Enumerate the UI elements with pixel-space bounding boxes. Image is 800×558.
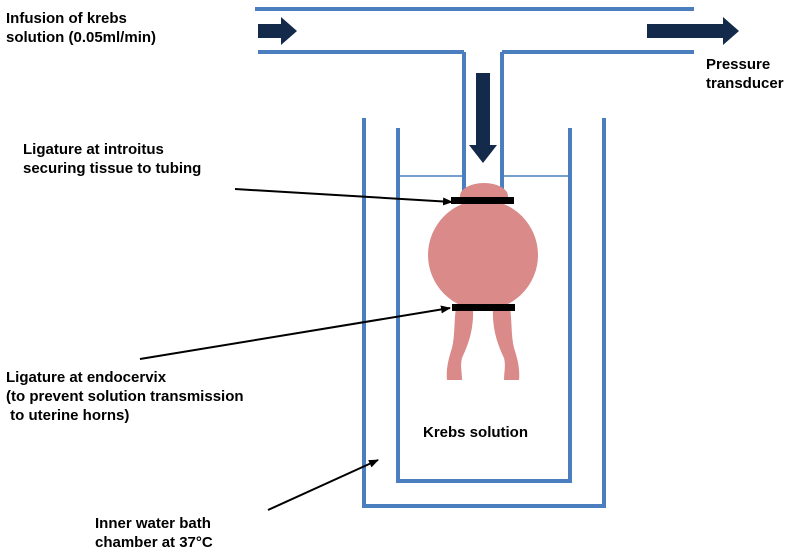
tissue-body [428,200,538,310]
ligature-introitus [451,197,514,204]
water-bath-label: Inner water bath chamber at 37°C [95,514,213,552]
introitus-label-line-2: securing tissue to tubing [23,160,202,177]
endocervix-label-line-2: (to prevent solution transmission [6,388,244,405]
right-arrow-icon [647,17,739,45]
uterine-horn-right [492,308,520,380]
pressure-transducer-label: Pressure transducer [706,55,784,93]
introitus-label-line-1: Ligature at introitus [23,141,164,158]
pointer-endocervix [139,305,451,360]
cannula [462,52,504,199]
waterbath-label-line-2: chamber at 37°C [95,534,213,551]
outer-water-bath-chamber [362,118,606,508]
infusion-tubing [255,7,694,54]
uterine-horn-left [446,308,474,380]
krebs-label-line-1: Krebs solution [423,424,529,441]
ligature-endocervix [452,304,515,311]
infusion-label: Infusion of krebs solution (0.05ml/min) [6,9,156,47]
pressure-label-line-2: transducer [706,75,784,92]
infusion-label-line-1: Infusion of krebs [6,10,127,27]
infusion-label-line-2: solution (0.05ml/min) [6,29,157,46]
right-arrow-icon [258,17,297,45]
pointer-introitus [234,188,453,206]
pointer-water-bath [267,459,379,511]
introitus-ligature-label: Ligature at introitus securing tissue to… [23,140,201,178]
down-arrow-icon [469,73,497,163]
endocervix-label-line-1: Ligature at endocervix [6,369,167,386]
endocervix-label-line-3: to uterine horns) [6,407,130,424]
waterbath-label-line-1: Inner water bath [95,515,211,532]
pressure-label-line-1: Pressure [706,56,771,73]
krebs-solution-label: Krebs solution [423,423,528,442]
endocervix-ligature-label: Ligature at endocervix (to prevent solut… [6,368,244,425]
inner-krebs-bath [396,128,572,483]
